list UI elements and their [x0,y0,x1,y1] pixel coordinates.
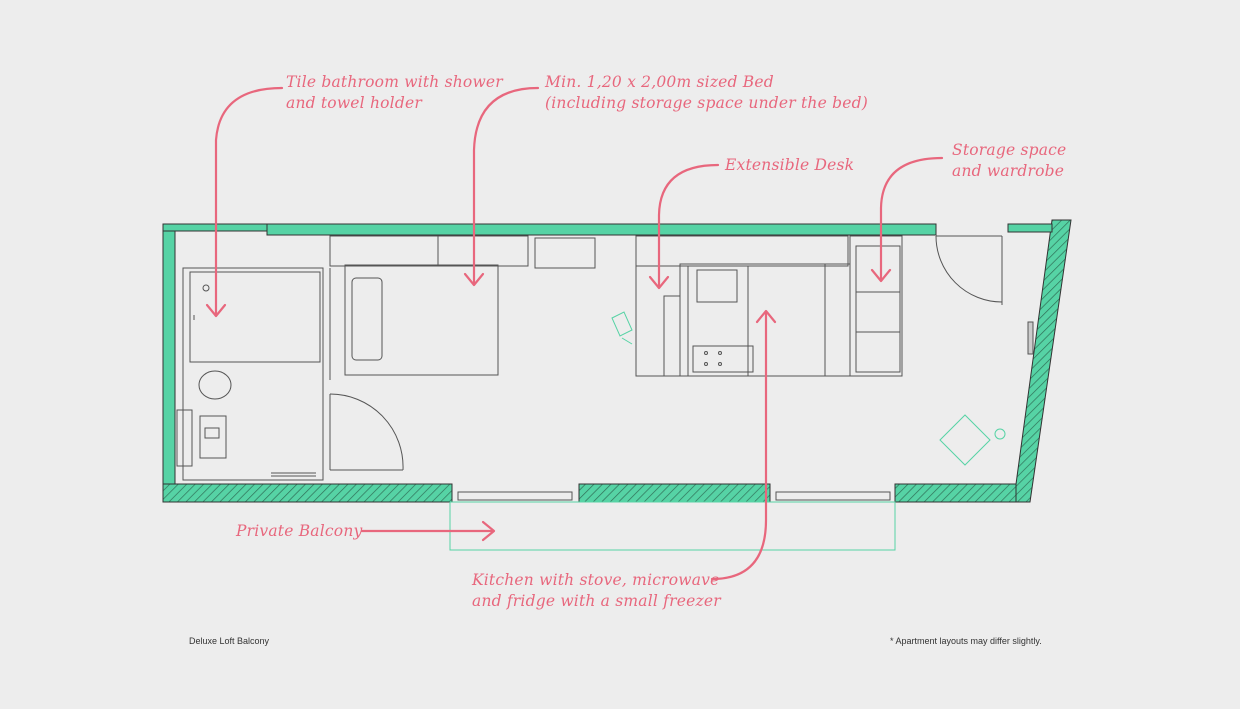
annotation-line: Tile bathroom with shower [286,73,503,91]
bottom-wall-right [894,483,1019,503]
top-wall-main [266,223,937,236]
balcony-window-left [457,491,573,501]
balcony-outline [449,501,896,551]
stove-icon [692,345,754,373]
arrow-icon [214,86,284,317]
bed [344,264,499,376]
annotation-storage: Storage space and wardrobe [952,140,1066,182]
fridge [696,269,738,303]
annotation-balcony: Private Balcony [236,521,362,542]
annotation-arrows [205,86,944,581]
right-slanted-wall [1015,219,1072,503]
annotation-line: Kitchen with stove, microwave [472,571,720,589]
annotation-line: Min. 1,20 x 2,00m sized Bed [545,73,774,91]
annotation-line: Private Balcony [236,522,363,540]
shower-area [189,271,321,363]
armchair-icon [939,414,1006,466]
annotation-line: and towel holder [286,94,422,112]
annotation-line: Extensible Desk [725,156,855,174]
sink-icon [199,415,227,459]
annotation-desk: Extensible Desk [725,155,854,176]
annotation-bed: Min. 1,20 x 2,00m sized Bed (including s… [545,72,868,114]
arrow-icon [657,163,720,289]
bathroom-outline [182,267,324,481]
top-wall-right [1007,223,1053,233]
left-wall [162,223,176,485]
bottom-wall-middle [578,483,771,503]
toilet-icon [198,370,232,400]
exterior-walls [162,219,1072,503]
annotation-line: and wardrobe [952,162,1065,180]
chair-icon [611,311,633,345]
annotation-kitchen: Kitchen with stove, microwave and fridge… [472,570,721,612]
bottom-wall-left [162,483,453,503]
annotation-line: and fridge with a small freezer [472,592,721,610]
disclaimer: * Apartment layouts may differ slightly. [890,636,1042,646]
plan-name: Deluxe Loft Balcony [189,636,270,646]
wardrobe [849,235,903,377]
arrow-icon [472,86,540,286]
annotation-bathroom: Tile bathroom with shower and towel hold… [286,72,503,114]
arrow-icon [710,310,768,581]
balcony-window-right [775,491,891,501]
arrow-icon [879,156,944,282]
annotation-line: (including storage space under the bed) [545,94,868,112]
annotation-line: Storage space [952,141,1067,159]
interior [176,235,1034,501]
pillow-icon [351,277,383,361]
